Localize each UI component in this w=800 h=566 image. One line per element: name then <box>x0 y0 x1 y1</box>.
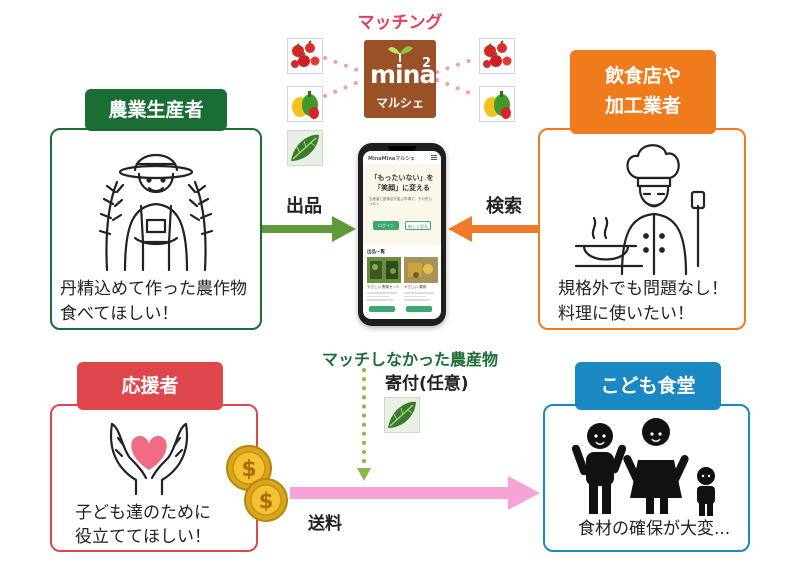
phone-card1-title: やさしい 野菜セット <box>367 285 400 289</box>
kids-cafeteria-title: こども食堂 <box>575 362 721 410</box>
chef-illustration <box>574 144 706 276</box>
phone-headline-line1: 「もったいない」を <box>370 174 434 182</box>
logo-superscript: 2 <box>422 56 432 71</box>
donation-dotted-arrow <box>357 368 371 481</box>
restaurant-text-line1: 規格外でも問題なし！ <box>558 279 728 299</box>
logo-sub-text: マルシェ <box>375 96 424 110</box>
shipping-fee-arrow <box>290 476 540 510</box>
sprout-icon <box>388 46 413 62</box>
phone-app-name: MinaMinaマルシェ <box>368 156 416 162</box>
supporter-title: 応援者 <box>77 362 223 410</box>
restaurant-title-line1: 飲食店や <box>604 65 681 87</box>
tomato-thumbnail <box>479 38 515 74</box>
restaurant-title-line2: 加工業者 <box>604 95 681 117</box>
donation-label: 寄付(任意) <box>385 374 469 394</box>
farmer-text-line2: 食べてほしい！ <box>60 304 179 324</box>
restaurant-title: 飲食店や 加工業者 <box>570 50 716 134</box>
phone-login-button[interactable]: ログイン <box>373 221 399 230</box>
phone-screen: MinaMinaマルシェ 「もったいない」を 「笑顔」に変える 生産者と飲食店を… <box>363 151 441 319</box>
phone-card2-button[interactable] <box>406 306 432 312</box>
svg-text:$: $ <box>241 457 256 482</box>
shipping-fee-label: 送料 <box>308 514 342 534</box>
leafy-green-thumbnail <box>287 130 323 166</box>
search-arrow <box>448 216 540 242</box>
mina-marche-logo: mina 2 マルシェ <box>364 40 436 118</box>
kids-cafeteria-text: 食材の確保が大変... <box>578 519 731 539</box>
coins-icon: $ $ <box>226 445 288 522</box>
restaurant-text-line2: 料理に使いたい！ <box>558 304 694 324</box>
farmer-illustration <box>98 154 214 272</box>
phone-notch <box>388 146 416 152</box>
supporter-text-line2: 役立ててほしい！ <box>75 527 211 547</box>
farmer-title: 農業生産者 <box>85 89 227 131</box>
logo-main-text: mina <box>370 60 436 89</box>
ship-arrow <box>262 216 356 242</box>
phone-section-title: 出品一覧 <box>367 250 385 255</box>
phone-card1-lines <box>367 292 397 301</box>
phone-card2-title: やさしい 果物 <box>404 285 427 289</box>
matching-label: マッチング <box>357 13 443 33</box>
tomato-thumbnail <box>287 38 323 74</box>
phone-card1-button[interactable] <box>369 306 395 312</box>
phone-card2-lines <box>404 292 434 301</box>
unmatched-produce-label: マッチしなかった農産物 <box>322 350 499 369</box>
pepper-thumbnail <box>287 86 323 122</box>
ship-label: 出品 <box>286 196 322 217</box>
phone-menu-icon[interactable] <box>431 155 437 160</box>
leafy-green-thumbnail <box>384 397 420 433</box>
smartphone: MinaMinaマルシェ 「もったいない」を 「笑顔」に変える 生産者と飲食店を… <box>358 143 446 326</box>
farmer-text-line1: 丹精込めて作った農作物 <box>60 279 247 299</box>
search-label: 検索 <box>486 196 522 217</box>
phone-new-button[interactable]: 新しく見る <box>405 221 431 230</box>
phone-product-image-1 <box>367 257 401 283</box>
phone-hero <box>363 164 441 246</box>
caring-hands-heart-icon <box>110 422 188 496</box>
svg-text:$: $ <box>259 489 274 513</box>
phone-description: 生産者と飲食店を結ぶ市場で、その先もつなぐ <box>369 197 432 206</box>
family-illustration <box>572 418 715 516</box>
supporter-text-line1: 子ども達のために <box>75 503 211 523</box>
pepper-thumbnail <box>479 86 515 122</box>
phone-headline-line2: 「笑顔」に変える <box>374 184 430 192</box>
phone-product-image-2 <box>404 257 438 283</box>
